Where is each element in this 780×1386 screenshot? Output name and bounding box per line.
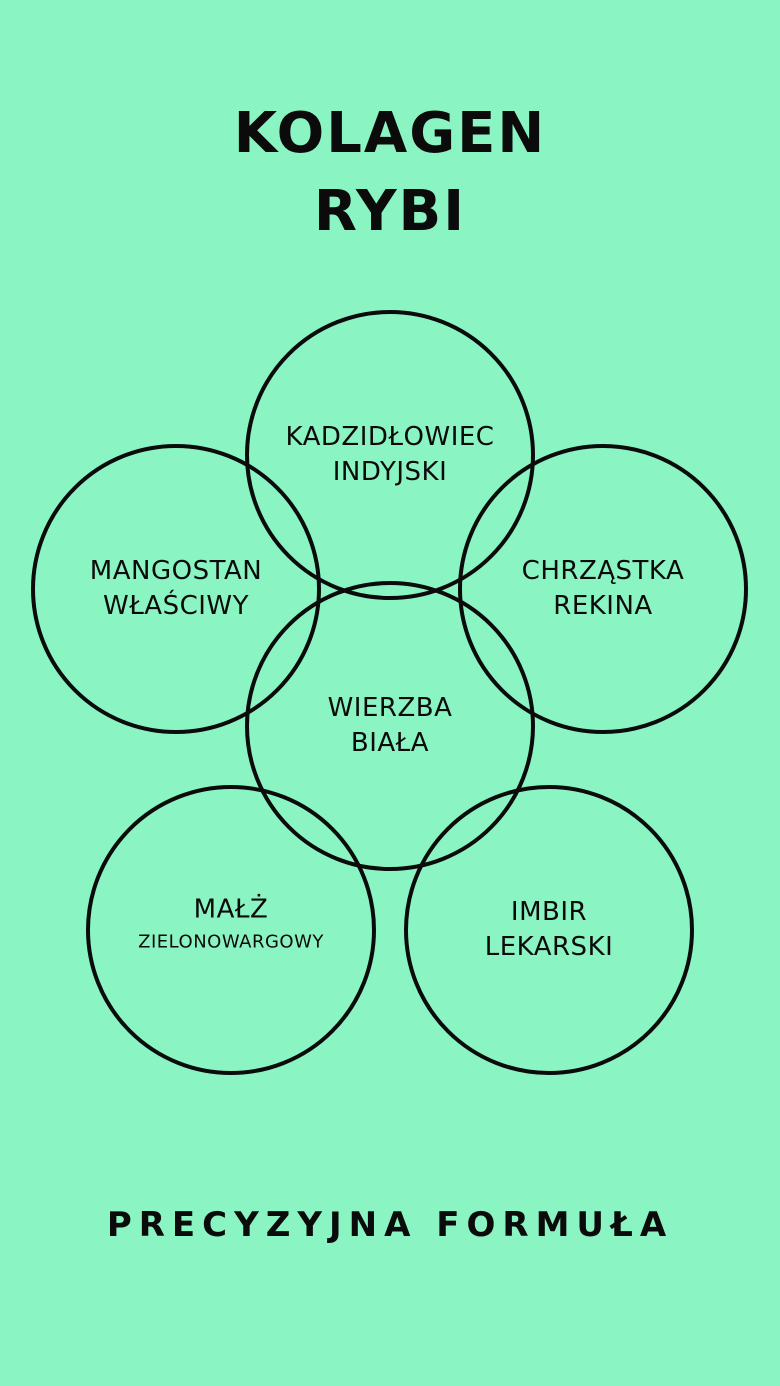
ingredient-name-2: ZIELONOWARGOWY [138,931,324,953]
ingredient-label-center: WIERZBA BIAŁA [240,691,540,761]
ring-top [245,310,535,600]
ingredient-name-2: INDYJSKI [332,457,448,487]
ingredient-label-bottom-right: IMBIR LEKARSKI [399,895,699,965]
ingredient-name: MAŁŻ [193,894,269,925]
ring-left [31,444,321,734]
footer-tagline: PRECYZYJNA FORMUŁA [106,1205,674,1245]
ingredient-name: WIERZBA [327,693,453,723]
ring-bottom-left [86,785,376,1075]
ingredient-name: MANGOSTAN [89,556,263,586]
ring-center [245,581,535,871]
ingredient-name: KADZIDŁOWIEC [285,422,495,452]
ingredient-label-right: CHRZĄSTKA REKINA [453,554,753,624]
ingredient-label-top: KADZIDŁOWIEC INDYJSKI [240,420,540,490]
ingredient-name: IMBIR [510,897,588,927]
ingredient-name: CHRZĄSTKA [521,556,685,586]
ingredient-name-2: WŁAŚCIWY [102,591,250,621]
title-line-2: RYBI [313,179,467,244]
ring-bottom-right [404,785,694,1075]
ingredient-name-2: LEKARSKI [484,932,614,962]
ingredient-label-bottom-left: MAŁŻ ZIELONOWARGOWY [81,893,381,958]
ingredient-name-2: REKINA [553,591,653,621]
title-line-1: KOLAGEN [233,101,547,166]
ingredient-name-2: BIAŁA [350,728,430,758]
ring-right [458,444,748,734]
ingredient-label-left: MANGOSTAN WŁAŚCIWY [26,554,326,624]
